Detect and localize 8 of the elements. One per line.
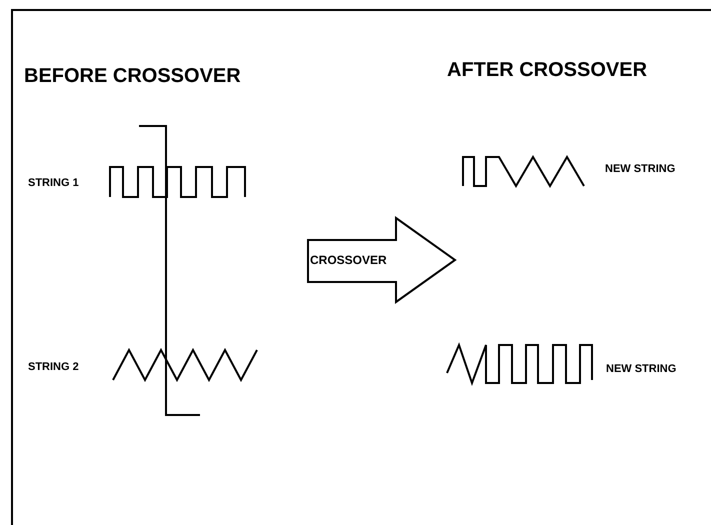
- string-label: STRING 2: [28, 362, 79, 373]
- section-heading: AFTER CROSSOVER: [447, 60, 648, 80]
- block-arrow: [306, 216, 458, 304]
- arrow-label: CROSSOVER: [310, 254, 387, 266]
- string-label: NEW STRING: [605, 164, 676, 175]
- string-label: NEW STRING: [606, 364, 676, 375]
- section-heading: BEFORE CROSSOVER: [24, 66, 241, 86]
- string-label: STRING 1: [28, 178, 79, 189]
